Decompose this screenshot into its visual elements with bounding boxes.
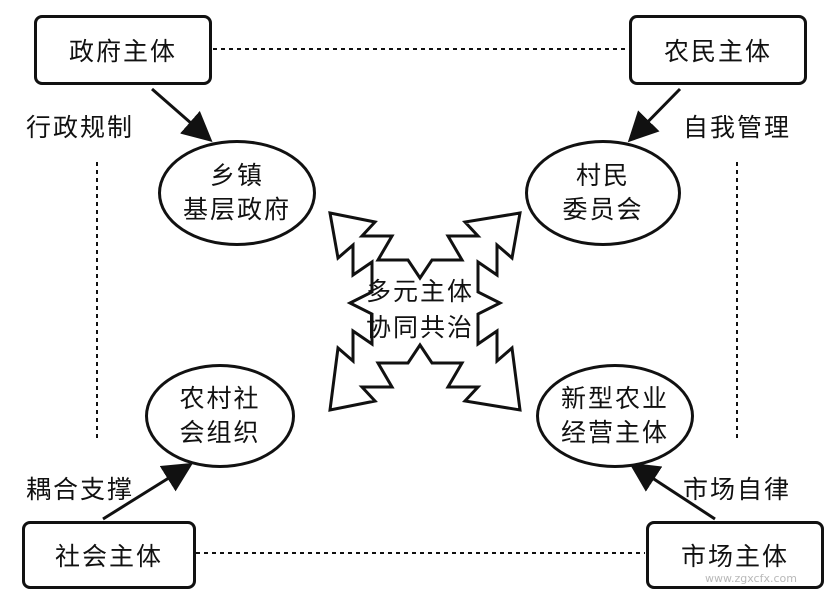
rural-social-organization-line2: 会组织 [179, 418, 261, 447]
four-way-cross-arrow [328, 211, 522, 412]
arrow-market-to-agri-operator [628, 462, 716, 521]
new-agri-operator-line2: 经营主体 [560, 418, 669, 447]
farmer-entity-label: 农民主体 [663, 37, 772, 66]
administrative-regulation-label: 行政规制 [26, 113, 135, 142]
village-committee-line1: 村民 [575, 161, 630, 191]
watermark: www.zgxcfx.com [705, 572, 797, 585]
market-self-discipline-label: 市场自律 [683, 475, 792, 504]
farmer-entity-box: 农民主体 [629, 15, 807, 85]
arrow-farmers-to-village [627, 87, 682, 143]
society-entity-box: 社会主体 [22, 521, 196, 589]
self-management-label: 自我管理 [683, 113, 792, 142]
new-agri-operator-line1: 新型农业 [560, 384, 669, 414]
rural-social-organization-line1: 农村社 [179, 384, 261, 414]
market-entity-box: 市场主体 [646, 521, 824, 589]
center-line1: 多元主体 [365, 276, 474, 306]
new-agri-operator-ellipse: 新型农业 经营主体 [536, 364, 694, 468]
village-committee-ellipse: 村民 委员会 [525, 140, 681, 246]
rural-social-organization-ellipse: 农村社 会组织 [145, 364, 295, 468]
village-committee-line2: 委员会 [562, 195, 644, 224]
arrow-society-to-social-org [102, 462, 194, 521]
center-line2: 协同共治 [365, 313, 474, 342]
township-government-line1: 乡镇 [209, 161, 264, 191]
government-entity-box: 政府主体 [34, 15, 212, 85]
arrow-government-to-township [151, 87, 213, 142]
society-entity-label: 社会主体 [54, 542, 163, 571]
township-government-line2: 基层政府 [182, 195, 291, 224]
government-entity-label: 政府主体 [68, 37, 177, 66]
township-government-ellipse: 乡镇 基层政府 [158, 140, 316, 246]
central-collaborative-governance-text: 多元主体 协同共治 [355, 270, 485, 350]
coupling-support-label: 耦合支撑 [26, 475, 135, 504]
market-entity-label: 市场主体 [680, 542, 789, 571]
